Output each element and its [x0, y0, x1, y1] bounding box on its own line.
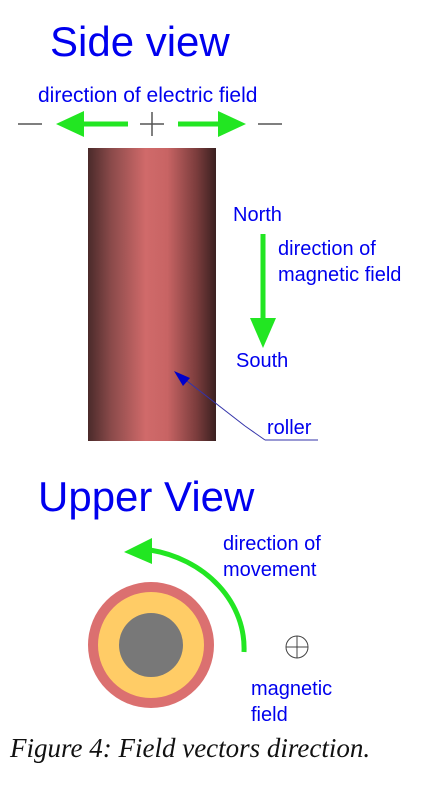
- side-view-title: Side view: [50, 18, 230, 65]
- upper-view-title: Upper View: [38, 473, 255, 520]
- north-label: North: [233, 204, 282, 226]
- figure-caption: Figure 4: Field vectors direction.: [10, 733, 371, 763]
- roller-core: [119, 613, 183, 677]
- electric-field-arrow-left: [56, 111, 128, 137]
- electric-field-arrow-right: [178, 111, 246, 137]
- magnetic-field-direction-label: direction of magnetic field: [278, 238, 402, 286]
- magnetic-field-label: magnetic field: [251, 678, 333, 726]
- magnetic-field-arrow: [250, 234, 276, 348]
- magnetic-field-into-page-icon: [285, 635, 309, 659]
- plus-sign: [140, 112, 164, 136]
- movement-direction-label: direction of movement: [223, 533, 321, 581]
- movement-arrow: [124, 538, 247, 653]
- electric-field-label: direction of electric field: [38, 84, 258, 107]
- south-label: South: [236, 350, 289, 372]
- roller-cylinder: [88, 148, 216, 441]
- roller-pointer: [174, 371, 318, 441]
- roller-label: roller: [267, 417, 312, 439]
